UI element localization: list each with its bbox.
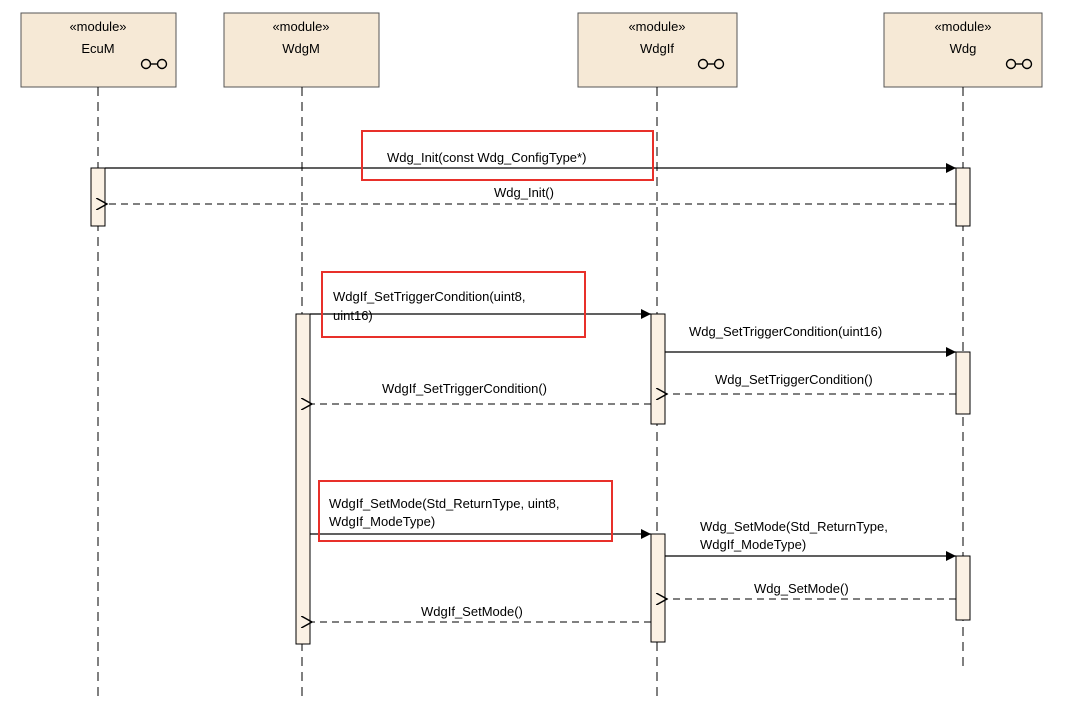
module-box [20, 12, 177, 88]
module-name: Wdg [950, 41, 977, 56]
module-name: EcuM [81, 41, 114, 56]
module-stereotype: «module» [934, 19, 991, 34]
activation-bar-wdg-init [955, 167, 971, 227]
message-label: WdgIf_SetMode() [421, 604, 523, 619]
message-wdgif-settrigger-return: WdgIf_SetTriggerCondition() [312, 381, 651, 404]
message-label: Wdg_SetTriggerCondition(uint16) [689, 324, 882, 339]
component-icon [1005, 58, 1033, 70]
activation-bar-ecum [90, 167, 106, 227]
message-label: Wdg_SetMode() [754, 581, 849, 596]
highlight-box-wdgif-settrigger [321, 271, 586, 338]
lifeline-wdg: «module» Wdg [883, 12, 1043, 672]
module-name: WdgIf [640, 41, 674, 56]
message-wdg-settrigger-return: Wdg_SetTriggerCondition() [667, 372, 956, 394]
message-label: WdgIf_SetTriggerCondition() [382, 381, 547, 396]
message-wdgif-setmode-return: WdgIf_SetMode() [312, 604, 651, 622]
message-wdg-setmode-return: Wdg_SetMode() [667, 581, 956, 599]
module-box [577, 12, 738, 88]
module-stereotype: «module» [272, 19, 329, 34]
activation-bar-wdg-trigger [955, 351, 971, 415]
message-wdg-init-return: Wdg_Init() [107, 185, 956, 204]
component-icon [140, 58, 168, 70]
message-wdgif-settrigger-call: WdgIf_SetTriggerCondition(uint8, uint16) [310, 289, 651, 323]
message-label-line1: WdgIf_SetTriggerCondition(uint8, [333, 289, 525, 304]
message-label: Wdg_Init(const Wdg_ConfigType*) [387, 150, 586, 165]
activation-bar-wdgm [295, 313, 311, 645]
message-label-line2: uint16) [333, 308, 373, 323]
message-label: Wdg_SetTriggerCondition() [715, 372, 873, 387]
message-wdgif-setmode-call: WdgIf_SetMode(Std_ReturnType, uint8, Wdg… [310, 496, 651, 539]
module-stereotype: «module» [69, 19, 126, 34]
component-icon [697, 58, 725, 70]
activation-bar-wdgif-trigger [650, 313, 666, 425]
message-label-line2: WdgIf_ModeType) [329, 514, 435, 529]
message-label-line2: WdgIf_ModeType) [700, 537, 806, 552]
message-wdg-setmode-call: Wdg_SetMode(Std_ReturnType, WdgIf_ModeTy… [665, 519, 956, 561]
module-name: WdgM [282, 41, 320, 56]
highlight-box-wdgif-setmode [318, 480, 613, 542]
lifeline-wdgm: «module» WdgM [223, 12, 380, 697]
module-box [883, 12, 1043, 88]
lifeline-ecum: «module» EcuM [20, 12, 177, 697]
activation-bar-wdgif-mode [650, 533, 666, 643]
lifeline-wdgif: «module» WdgIf [577, 12, 738, 697]
message-label-line1: Wdg_SetMode(Std_ReturnType, [700, 519, 888, 534]
message-label-line1: WdgIf_SetMode(Std_ReturnType, uint8, [329, 496, 560, 511]
activation-bar-wdg-mode [955, 555, 971, 621]
message-label: Wdg_Init() [494, 185, 554, 200]
highlight-box-wdg-init [361, 130, 654, 181]
module-stereotype: «module» [628, 19, 685, 34]
message-wdg-settrigger-call: Wdg_SetTriggerCondition(uint16) [665, 324, 956, 357]
message-wdg-init-call: Wdg_Init(const Wdg_ConfigType*) [105, 150, 956, 173]
